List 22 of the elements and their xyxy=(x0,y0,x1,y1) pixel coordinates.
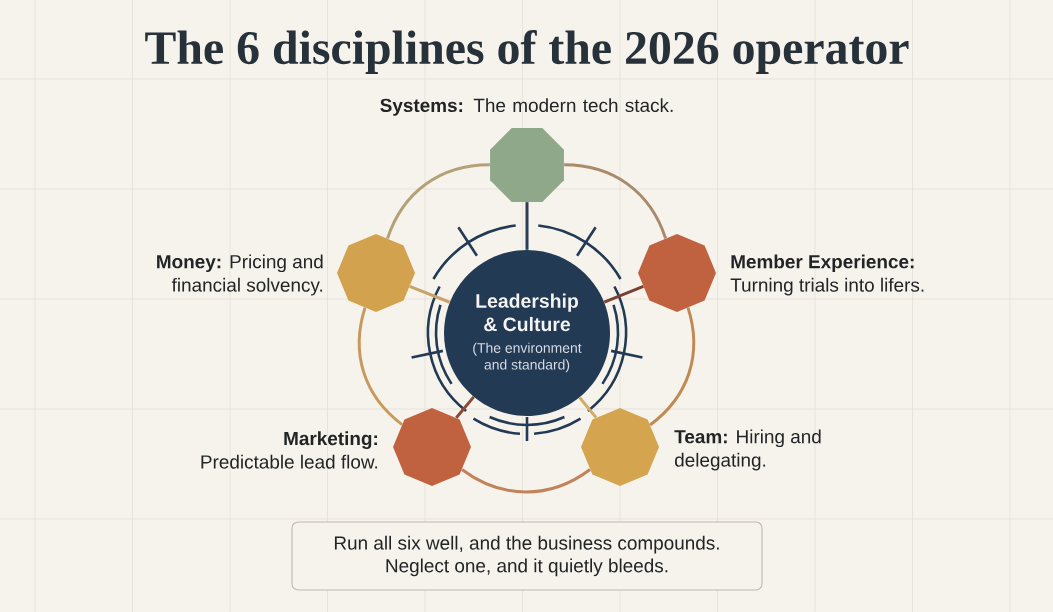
node-label: Marketing: Predictable lead flow. xyxy=(201,431,378,469)
connector-line xyxy=(578,396,598,419)
octagon-node xyxy=(337,234,415,312)
ring-arc xyxy=(564,163,668,239)
connector-line xyxy=(603,285,644,304)
ring-arc xyxy=(649,307,696,427)
title: The 6 disciplines of the 2026 operator xyxy=(145,30,909,74)
node-label: Member Experience: Turning trials into lifers. xyxy=(730,254,924,296)
connector-line xyxy=(525,202,529,250)
node-label: Team: Hiring and delegating. xyxy=(674,429,821,471)
node-label: Systems: The modern tech stack. xyxy=(380,98,673,116)
ring-arc xyxy=(357,307,403,426)
ring-arc xyxy=(461,468,591,494)
note-box: Run all six well, and the business compounds. Neglect one, and it quietly bleeds. xyxy=(291,521,763,591)
node-label: Money: Pricing and financial solvency. xyxy=(157,254,323,296)
connector-line xyxy=(409,284,451,304)
octagon-node xyxy=(393,408,471,486)
octagon-node xyxy=(581,408,659,486)
octagon-node xyxy=(638,234,716,312)
connector-line xyxy=(455,395,475,419)
octagon-node xyxy=(490,128,564,202)
ring-arc xyxy=(386,163,490,240)
